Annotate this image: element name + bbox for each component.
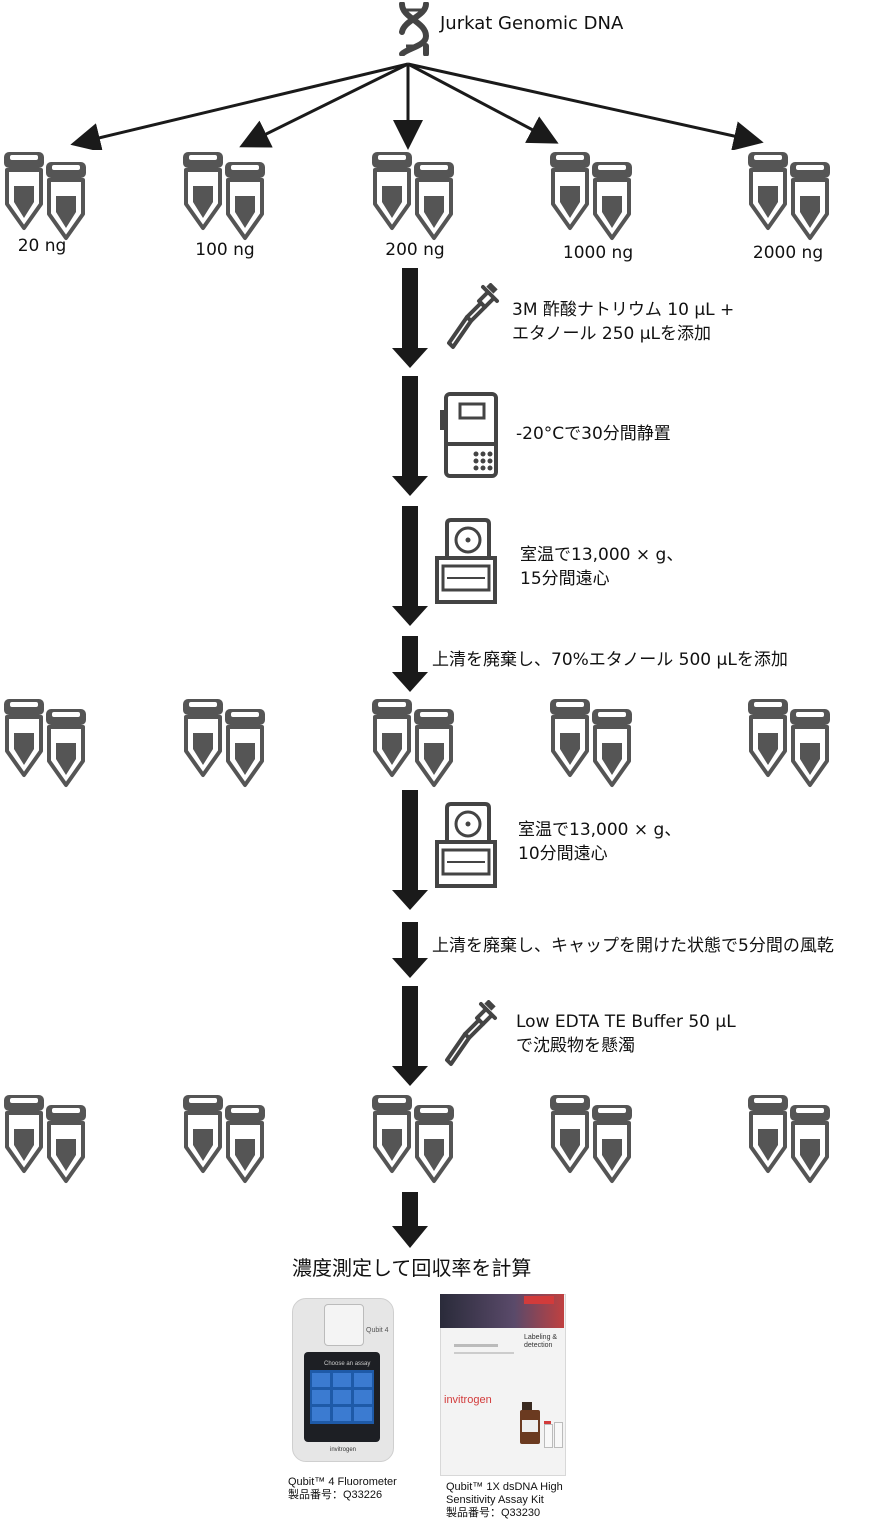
tube-pair-icon	[372, 699, 454, 787]
centrifuge-icon	[435, 518, 497, 604]
step-spin1-line2: 15分間遠心	[520, 569, 610, 589]
tube-pair-icon	[372, 152, 454, 240]
tube-pair-icon	[183, 1095, 265, 1183]
qubit-name: Qubit™ 4 Fluorometer	[288, 1476, 397, 1488]
tube-pair-icon	[183, 699, 265, 787]
tube-pair-icon	[4, 699, 86, 787]
dna-icon	[399, 2, 430, 56]
assay-kit-image: Labeling & detection invitrogen	[440, 1294, 568, 1476]
kit-tag-line1: Labeling &	[524, 1334, 558, 1341]
step-add-reagent-line1: 3M 酢酸ナトリウム 10 µL +	[512, 300, 735, 320]
freezer-icon	[440, 392, 498, 478]
step-arrows	[392, 268, 428, 1248]
tube-pair-icon	[748, 1095, 830, 1183]
step-wash: 上清を廃棄し、70%エタノール 500 µLを添加	[432, 650, 788, 670]
step-freeze: -20°Cで30分間静置	[516, 424, 671, 444]
qubit-brand: Qubit 4	[366, 1327, 389, 1334]
final-title: 濃度測定して回収率を計算	[292, 1256, 532, 1280]
step-dry: 上清を廃棄し、キャップを開けた状態で5分間の風乾	[432, 936, 834, 956]
tube-pair-icon	[550, 1095, 632, 1183]
kit-name-line1: Qubit™ 1X dsDNA High	[446, 1481, 563, 1493]
amount-label-20: 20 ng	[17, 236, 67, 256]
amount-label-2000: 2000 ng	[752, 243, 824, 263]
qubit-screen-header: Choose an assay	[324, 1361, 371, 1367]
amount-label-1000: 1000 ng	[562, 243, 634, 263]
step-add-reagent-line2: エタノール 250 µLを添加	[512, 324, 712, 344]
tube-pair-icon	[372, 1095, 454, 1183]
qubit-fluorometer-image: Qubit 4 Choose an assay invitrogen	[290, 1298, 396, 1462]
step-resuspend-line1: Low EDTA TE Buffer 50 µL	[516, 1012, 736, 1032]
tube-pair-icon	[550, 699, 632, 787]
qubit-catalog: 製品番号：Q33226	[288, 1489, 383, 1501]
arrow-to-100	[239, 62, 409, 148]
amount-label-200: 200 ng	[385, 240, 445, 260]
pipette-icon	[445, 1000, 497, 1066]
amount-label-100: 100 ng	[195, 240, 255, 260]
step-spin1-line1: 室温で13,000 × g、	[520, 545, 684, 565]
fanout-arrows	[70, 62, 764, 150]
tube-pair-icon	[4, 152, 86, 240]
centrifuge-icon	[435, 802, 497, 888]
pipette-icon	[447, 283, 499, 349]
tube-pair-icon	[748, 152, 830, 240]
tube-pair-icon	[183, 152, 265, 240]
arrow-to-1000	[407, 62, 559, 144]
kit-catalog: 製品番号：Q33230	[446, 1507, 541, 1519]
kit-brand: invitrogen	[444, 1394, 492, 1406]
qubit-footer-brand: invitrogen	[330, 1447, 357, 1453]
tube-pair-icon	[748, 699, 830, 787]
arrow-to-2000	[407, 62, 764, 150]
kit-tag-line2: detection	[524, 1342, 553, 1349]
kit-name-line2: Sensitivity Assay Kit	[446, 1494, 544, 1506]
tube-pair-icon	[4, 1095, 86, 1183]
source-title: Jurkat Genomic DNA	[440, 13, 624, 34]
step-spin2-line1: 室温で13,000 × g、	[518, 820, 682, 840]
tube-pair-icon	[550, 152, 632, 240]
step-spin2-line2: 10分間遠心	[518, 844, 608, 864]
arrow-to-20	[70, 62, 409, 150]
step-resuspend-line2: で沈殿物を懸濁	[516, 1036, 635, 1056]
